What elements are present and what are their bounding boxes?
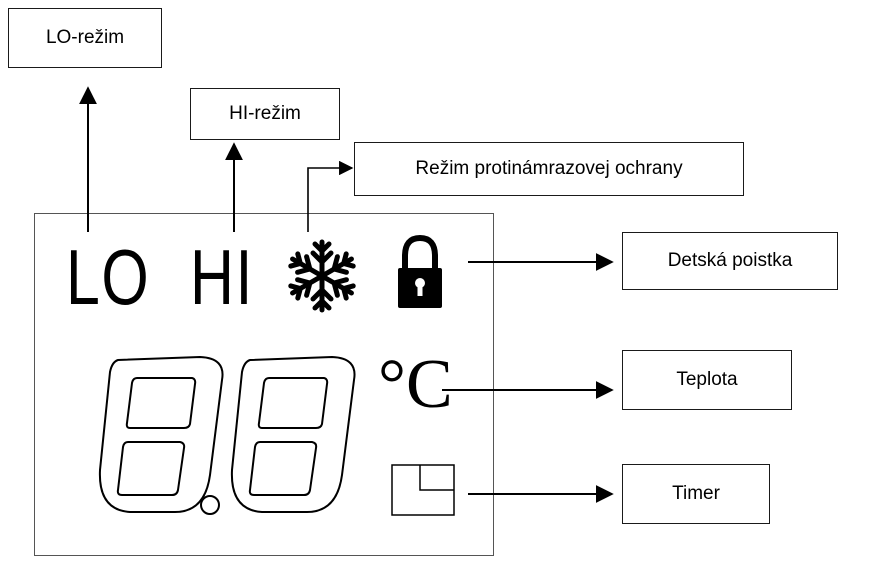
- label-timer-text: Timer: [672, 483, 720, 504]
- label-timer: Timer: [622, 464, 770, 524]
- timer-icon: [391, 464, 455, 516]
- label-temperature: Teplota: [622, 350, 792, 410]
- decimal-point: [200, 495, 220, 515]
- label-temperature-text: Teplota: [676, 369, 738, 390]
- label-frost-protection: Režim protinámrazovej ochrany: [354, 142, 744, 196]
- label-child-lock-text: Detská poistka: [667, 250, 793, 271]
- digit-2: [230, 355, 356, 513]
- padlock-icon: [398, 234, 442, 308]
- digit-1: [98, 355, 224, 513]
- seven-segment-digits: [98, 355, 356, 515]
- arrow-frost: [307, 160, 354, 232]
- snowflake-icon: [288, 239, 356, 310]
- label-child-lock: Detská poistka: [622, 232, 838, 290]
- label-hi-mode: HI-režim: [190, 88, 340, 140]
- label-frost-protection-text: Režim protinámrazovej ochrany: [415, 158, 683, 179]
- label-lo-mode-text: LO-režim: [45, 27, 125, 48]
- celsius-unit-indicator: °C: [378, 346, 453, 423]
- lcd-display-panel: [34, 213, 494, 556]
- lcd-hi-indicator: HI: [190, 233, 254, 321]
- label-hi-mode-text: HI-režim: [229, 103, 301, 124]
- label-lo-mode: LO-režim: [8, 8, 162, 68]
- lcd-lo-indicator: LO: [66, 233, 151, 321]
